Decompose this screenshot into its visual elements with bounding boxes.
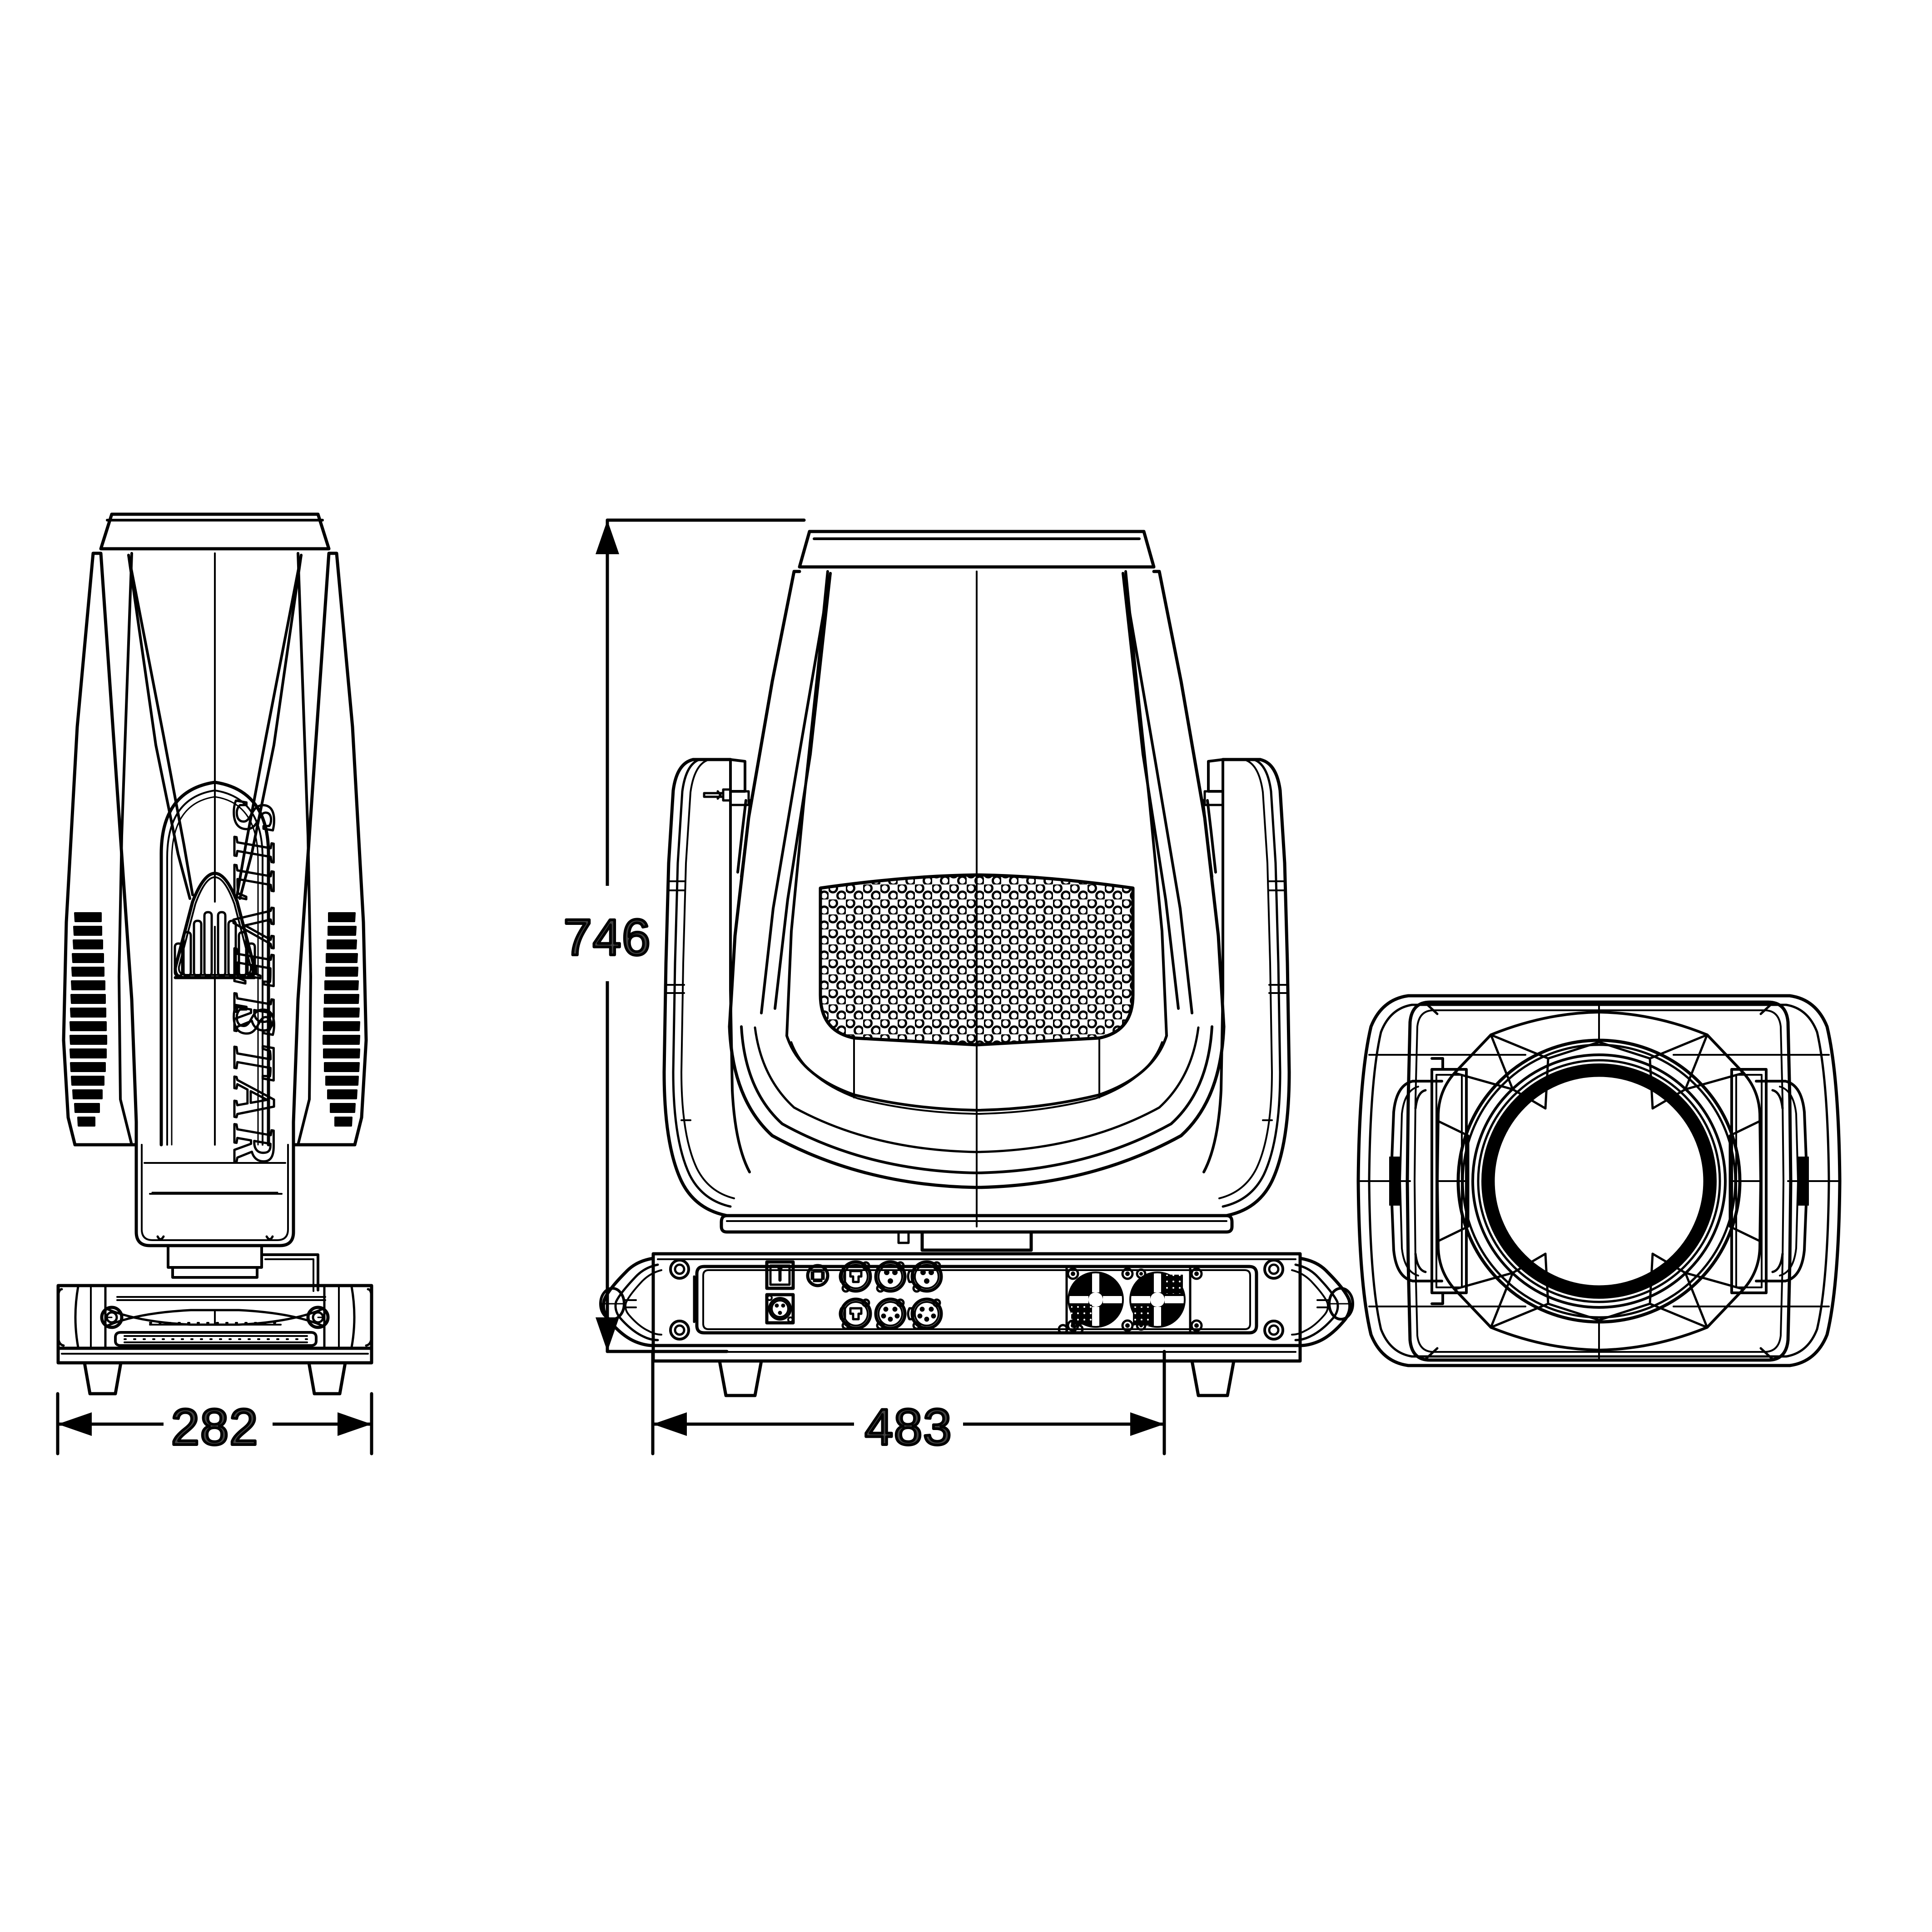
arrow-right-icon <box>1130 1412 1164 1436</box>
handle-left <box>601 1257 655 1347</box>
side-view-head-cap <box>99 512 331 551</box>
rear-view-yoke-arms <box>662 758 1291 1217</box>
arrow-right-icon <box>338 1412 372 1436</box>
front-view-side-brackets <box>1389 1057 1809 1305</box>
side-view-group: SILVER STAR <box>56 512 373 1396</box>
rear-view-foot-left <box>718 1359 763 1397</box>
side-view-head-body <box>62 551 368 1147</box>
rj45-connector-icon-bottom[interactable] <box>839 1297 872 1330</box>
xlr-connector-icon-3pin-in[interactable] <box>874 1260 907 1293</box>
side-view-vent-slots-left <box>70 912 107 1127</box>
xlr-connector-icon-5pin-out[interactable] <box>907 1297 943 1330</box>
base-panel-screws <box>669 1259 1284 1341</box>
rear-view-group <box>599 530 1354 1397</box>
side-view-brand-logo: SILVER STAR <box>220 799 289 1170</box>
dimension-depth-282 <box>56 1381 373 1472</box>
front-view-lens <box>1456 1038 1742 1324</box>
power-switch-icon[interactable] <box>765 1260 795 1290</box>
side-view-top-vent-grille <box>174 872 256 979</box>
side-view-foot-left <box>83 1361 123 1396</box>
brand-logo-line-2: STAR <box>221 1004 288 1169</box>
rear-view-head-skirt <box>728 1025 1226 1189</box>
arrow-down-icon <box>596 1317 619 1351</box>
dimension-height-746 <box>564 518 806 1353</box>
phillips-screw-icon <box>806 1264 829 1287</box>
side-view-vent-slots-right <box>323 912 360 1127</box>
arrow-left-icon <box>58 1412 92 1436</box>
fan-assembly <box>1058 1265 1203 1335</box>
side-view-yoke-neck <box>134 1143 319 1292</box>
dimension-label-width: 483 <box>865 1399 953 1455</box>
fan-icon-right <box>1129 1271 1186 1328</box>
front-view-group <box>1356 994 1842 1367</box>
side-view-base <box>56 1284 373 1396</box>
fan-icon-left <box>1068 1271 1124 1328</box>
xlr-connector-icon-3pin-out[interactable] <box>907 1260 943 1293</box>
dimension-label-height: 746 <box>564 909 651 966</box>
rj45-connector-icon-top[interactable] <box>839 1260 872 1293</box>
handle-right <box>1298 1257 1352 1347</box>
dimension-label-depth: 282 <box>171 1399 259 1455</box>
dimension-width-483 <box>651 1350 1166 1472</box>
brand-logo-line-1: SILVER <box>221 800 288 1038</box>
xlr-connector-icon-5pin-in[interactable] <box>874 1297 907 1330</box>
rear-view-yoke-crossbar <box>720 1214 1234 1252</box>
arrow-up-icon <box>596 520 619 554</box>
powercon-connector-icon[interactable] <box>765 1293 795 1325</box>
arrow-left-icon <box>653 1412 687 1436</box>
rear-view-head-body <box>728 570 1226 1227</box>
side-view-foot-right <box>307 1361 347 1396</box>
rear-view-base <box>599 1252 1354 1397</box>
side-view-logo-panel <box>159 780 270 1147</box>
rear-view-head-cap <box>798 530 1156 569</box>
rear-view-mesh-grille <box>819 873 1135 1047</box>
rear-view-foot-right <box>1190 1359 1236 1397</box>
